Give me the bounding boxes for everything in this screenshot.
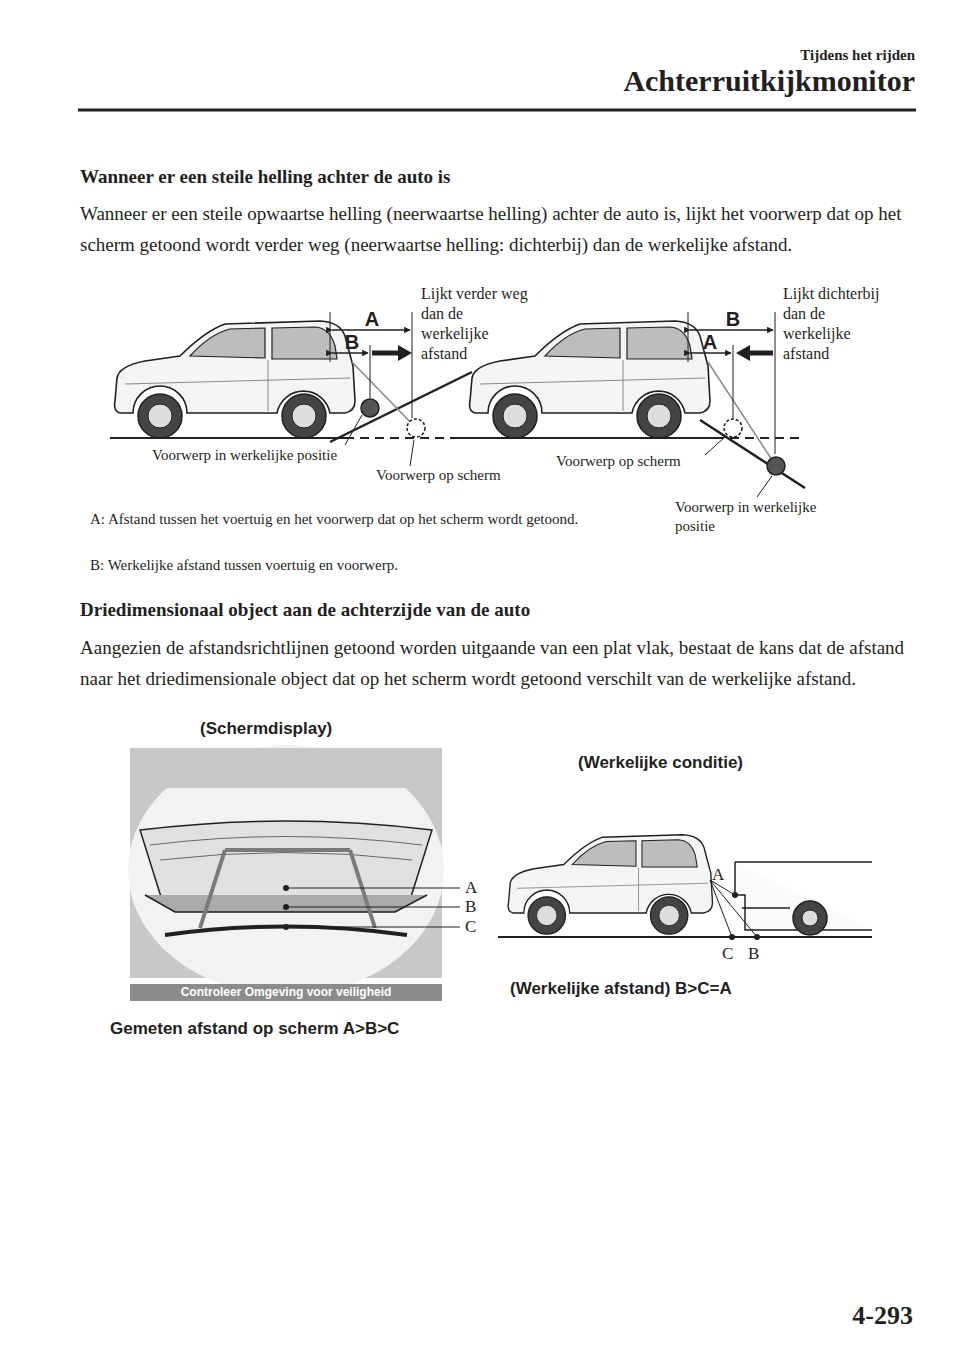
- note: A: Afstand tussen het voertuig en het vo…: [90, 510, 672, 529]
- page-number: 4-293: [780, 1300, 913, 1333]
- callout-text: Voorwerp op scherm: [376, 466, 566, 485]
- callout-letter: A: [465, 877, 485, 898]
- callout-text: Voorwerp in werkelijke positie: [675, 498, 835, 536]
- figure-caption: Gemeten afstand op scherm A>B>C: [110, 1018, 470, 1039]
- paragraph: Aangezien de afstandsrichtlijnen getoond…: [80, 632, 920, 694]
- callout-text: Lijkt dichterbij dan de werkelijke afsta…: [783, 284, 893, 364]
- dimension-letter: B: [342, 330, 362, 355]
- callout-letter: C: [722, 943, 742, 964]
- callout-letter: B: [465, 896, 485, 917]
- section-title: Achterruitkijkmonitor: [460, 62, 915, 100]
- note: B: Werkelijke afstand tussen voertuig en…: [90, 556, 672, 575]
- callout-letter: B: [748, 943, 768, 964]
- dimension-letter: A: [700, 330, 720, 355]
- figure-caption: (Schermdisplay): [200, 718, 420, 739]
- subheading: Driedimensionaal object aan de achterzij…: [80, 598, 920, 622]
- dimension-letter: B: [723, 307, 743, 332]
- running-header: Tijdens het rijden: [560, 46, 915, 65]
- paragraph: Wanneer er een steile opwaartse helling …: [80, 198, 920, 260]
- callout-text: Voorwerp op scherm: [556, 452, 746, 471]
- figure-caption: (Werkelijke conditie): [578, 752, 828, 773]
- callout-text: Voorwerp in werkelijke positie: [152, 446, 402, 465]
- dimension-letter: A: [362, 307, 382, 332]
- screen-message: Controleer Omgeving voor veiligheid: [130, 984, 442, 1001]
- callout-text: Lijkt verder weg dan de werkelijke afsta…: [421, 284, 531, 364]
- callout-letter: C: [465, 916, 485, 937]
- figure-caption: (Werkelijke afstand) B>C=A: [510, 978, 830, 999]
- callout-letter: A: [712, 864, 732, 885]
- subheading: Wanneer er een steile helling achter de …: [80, 165, 920, 189]
